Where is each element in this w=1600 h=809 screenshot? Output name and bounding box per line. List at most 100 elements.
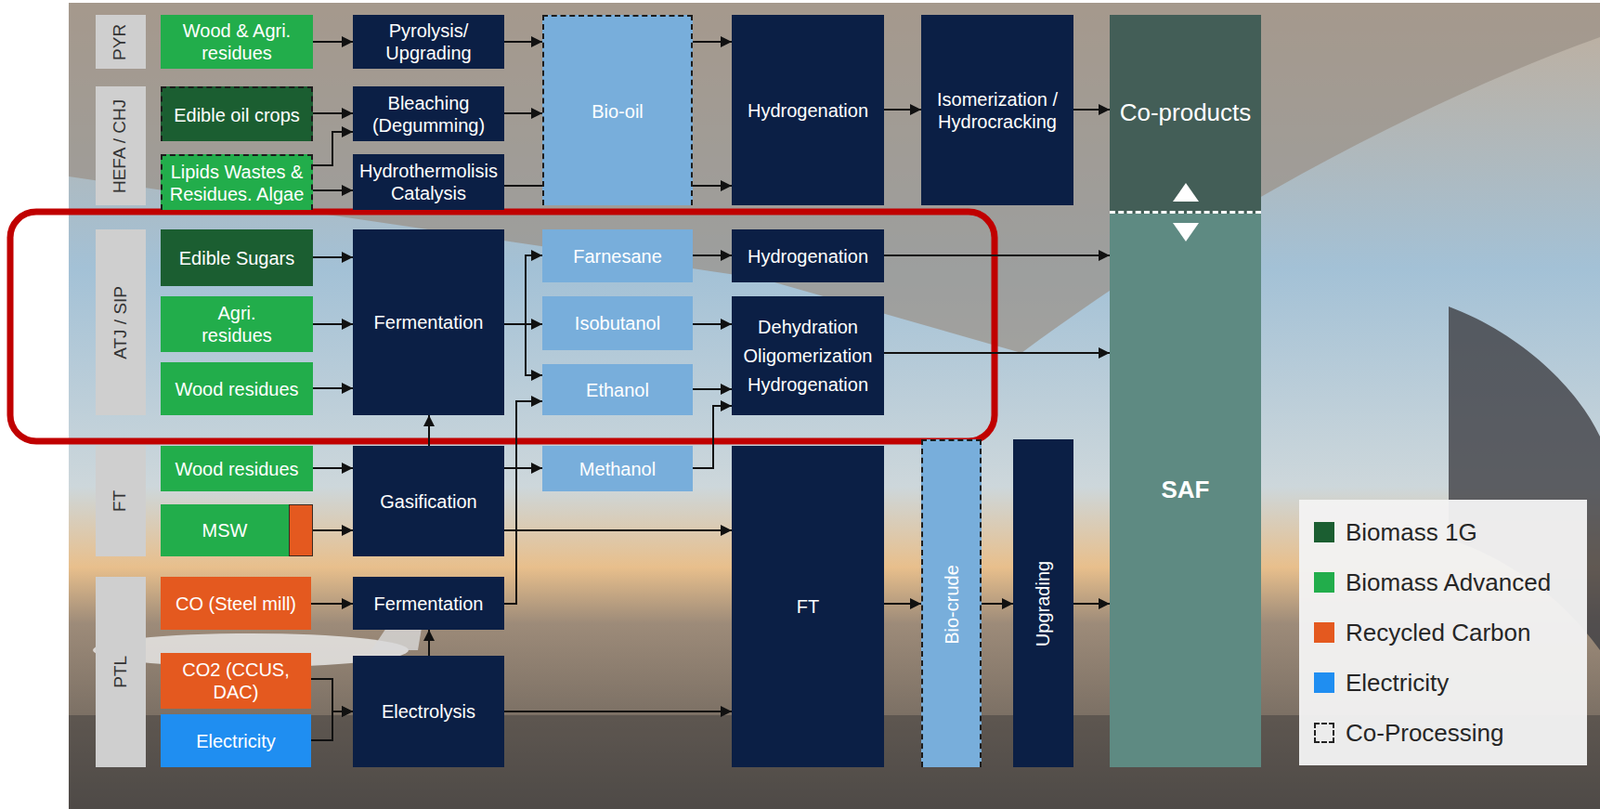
flow-arrow — [884, 254, 1110, 257]
flow-arrow — [504, 324, 543, 376]
flow-arrow — [312, 256, 353, 259]
feedstock-box: Wood residues — [160, 362, 313, 416]
pathway-tag: PTL — [95, 576, 146, 768]
flow-arrow — [884, 351, 1110, 354]
flow-arrow — [312, 189, 353, 192]
flow-arrow — [312, 112, 353, 115]
node-label: Gasification — [358, 490, 499, 513]
flow-arrow — [504, 401, 543, 604]
flow-arrow — [692, 388, 732, 391]
flow-arrow — [504, 40, 543, 43]
node-label: Bio-crude — [940, 564, 963, 645]
flow-arrow — [884, 108, 922, 111]
node-label: Edible oil crops — [166, 104, 308, 127]
node-label: Ethanol — [547, 378, 688, 402]
node-label: Electricity — [166, 729, 306, 753]
node-label: Fermentation — [358, 311, 499, 334]
output-box: Co-products — [1109, 14, 1262, 214]
flow-arrow — [1073, 108, 1110, 111]
feedstock-box: Wood & Agri. residues — [160, 14, 313, 69]
node-label: Edible Sugars — [166, 247, 308, 270]
flow-arrow — [692, 405, 732, 469]
flow-arrow — [504, 255, 543, 325]
pathway-tag: HEFA / CHJ — [95, 86, 146, 206]
process-box: Dehydration Oligomerization Hydrogenatio… — [731, 296, 885, 416]
flow-arrow — [504, 467, 543, 469]
flow-arrow — [312, 131, 353, 166]
legend-item: Co-Processing — [1313, 718, 1573, 748]
feedstock-box: Wood residues — [160, 445, 313, 492]
node-label: Hydrothermolisis Catalysis — [358, 159, 499, 205]
intermediate-box: Methanol — [542, 445, 693, 492]
flow-arrow — [692, 40, 732, 43]
process-box: Hydrogenation — [731, 229, 885, 283]
node-label: Co-products — [1115, 98, 1256, 128]
process-box: Hydrothermolisis Catalysis — [352, 154, 505, 210]
legend-item: Electricity — [1313, 668, 1573, 698]
feedstock-box: Edible Sugars — [160, 229, 313, 287]
feedstock-box: Agri. residues — [160, 296, 313, 352]
node-label: Wood residues — [166, 377, 308, 401]
intermediate-box: Bio-crude — [921, 439, 982, 768]
node-label: CO2 (CCUS, DAC) — [166, 658, 306, 703]
legend-label: Recycled Carbon — [1345, 618, 1531, 648]
flow-arrow — [311, 711, 353, 741]
node-label: Hydrogenation — [737, 99, 879, 122]
sky — [68, 2, 1600, 809]
pathway-tag: ATJ / SIP — [95, 229, 146, 416]
node-label: Fermentation — [358, 592, 499, 615]
flow-arrow — [428, 629, 430, 656]
flow-arrow — [504, 112, 543, 115]
legend-label: Biomass Advanced — [1345, 568, 1551, 598]
highlight-frame — [10, 211, 995, 442]
flow-arrow — [312, 40, 353, 43]
legend-swatch — [1313, 622, 1335, 643]
node-label: Bio-oil — [547, 100, 688, 123]
feedstock-box: CO (Steel mill) — [160, 576, 312, 630]
process-box: Fermentation — [352, 229, 505, 416]
flow-arrow — [504, 529, 732, 532]
flow-arrow — [884, 602, 922, 605]
legend-swatch — [1313, 672, 1335, 693]
node-label: Dehydration Oligomerization Hydrogenatio… — [737, 312, 879, 400]
output-box: SAF — [1109, 213, 1262, 768]
legend-item: Recycled Carbon — [1313, 618, 1573, 648]
pathway-tag: PYR — [95, 14, 146, 69]
node-label: Agri. residues — [194, 301, 280, 347]
flow-arrow — [311, 602, 353, 605]
node-label: Bleaching (Degumming) — [358, 91, 499, 137]
process-box: Bleaching (Degumming) — [352, 86, 505, 142]
flow-arrow — [312, 529, 353, 532]
node-label: Methanol — [547, 457, 688, 481]
node-label: PTL — [110, 655, 132, 689]
recycled-carbon-stripe — [288, 504, 313, 557]
legend: Biomass 1G Biomass AdvancedRecycled Carbo… — [1299, 499, 1587, 766]
flow-arrow — [981, 602, 1014, 605]
legend-item: Biomass 1G — [1313, 518, 1573, 547]
process-box: Pyrolysis/ Upgrading — [352, 14, 505, 69]
legend-swatch — [1313, 521, 1335, 543]
flow-arrow — [692, 254, 732, 257]
node-label: Wood residues — [166, 457, 308, 481]
intermediate-box: Isobutanol — [542, 296, 693, 351]
node-label: ATJ / SIP — [110, 286, 132, 360]
legend-label: Co-Processing — [1345, 718, 1505, 748]
intermediate-box: Bio-oil — [542, 14, 693, 206]
flow-arrow — [311, 678, 353, 712]
node-label: FT — [110, 490, 132, 512]
legend-swatch — [1313, 722, 1335, 743]
node-label: Farnesane — [547, 245, 688, 268]
node-label: Pyrolysis/ Upgrading — [358, 19, 499, 65]
node-label: HEFA / CHJ — [110, 98, 132, 193]
up-marker — [1172, 182, 1199, 202]
node-label: Wood & Agri. residues — [166, 19, 308, 65]
intermediate-box: Ethanol — [542, 364, 693, 416]
process-box: Hydrogenation — [731, 14, 885, 206]
flow-arrow — [504, 710, 732, 713]
triangle — [1172, 182, 1199, 202]
node-label: Isobutanol — [547, 312, 688, 335]
node-label: MSW — [166, 519, 284, 542]
triangle — [1172, 222, 1199, 242]
intermediate-box: Farnesane — [542, 229, 693, 283]
